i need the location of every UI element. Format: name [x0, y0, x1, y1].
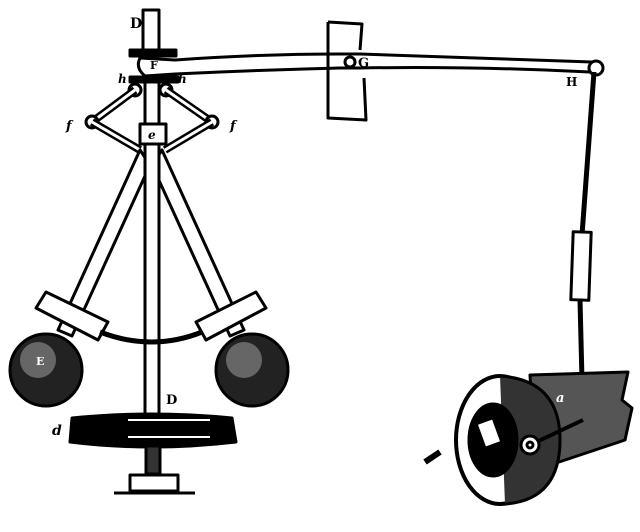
label-spindle-top: D [130, 16, 142, 32]
label-beam-pivot: G [358, 56, 369, 71]
label-collar: F [150, 59, 158, 72]
spindle [143, 142, 161, 426]
label-ball: E [36, 355, 44, 368]
beam-pivot [343, 55, 357, 69]
fulcrum-post [326, 20, 368, 122]
label-beam-end: H [566, 75, 577, 89]
connecting-rod [579, 71, 597, 236]
base [128, 473, 180, 493]
lever-beam [136, 52, 594, 78]
label-link-right: h [178, 72, 187, 86]
spindle-top [141, 8, 161, 54]
label-valve-pipe: a [556, 391, 564, 406]
label-link-left: h [118, 72, 127, 86]
label-spindle: D [166, 393, 177, 408]
label-joint-left: f [65, 119, 74, 134]
label-joint-right: f [229, 119, 238, 134]
label-pulley: d [52, 423, 62, 439]
pulley [68, 412, 238, 449]
label-sleeve: e [148, 128, 156, 142]
